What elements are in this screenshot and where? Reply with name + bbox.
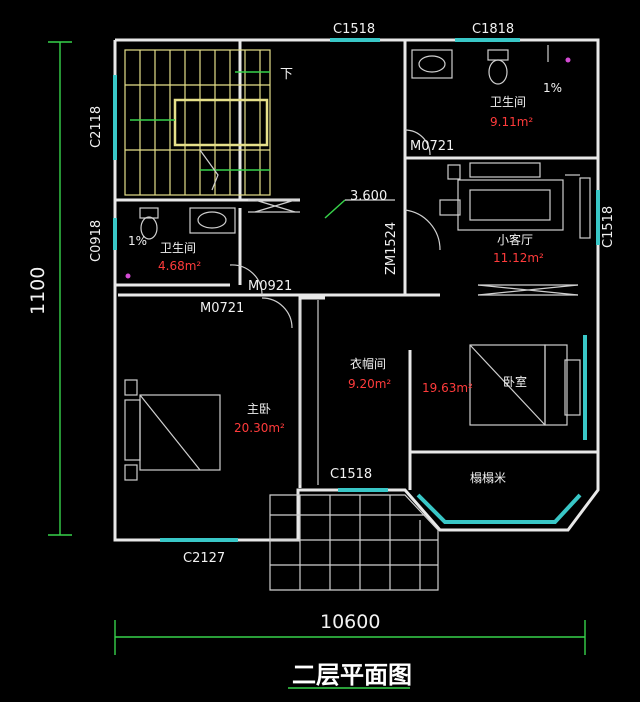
room-name-bathroom-small: 卫生间: [160, 241, 196, 255]
room-area-bedroom: 19.63m²: [422, 381, 473, 395]
balcony-grid: [269, 494, 439, 591]
room-area-master-bedroom: 20.30m²: [234, 421, 285, 435]
bathroom-small-fixtures: [125, 207, 236, 279]
window-c1518-mid: C1518: [330, 467, 372, 482]
landing-marker: [248, 199, 395, 219]
room-name-tatami: 榻榻米: [470, 471, 506, 485]
bay-window: [416, 493, 582, 524]
slope-top-right: 1%: [543, 81, 562, 95]
bathroom-top-fixtures: [411, 45, 571, 85]
window-c2118: C2118: [89, 106, 104, 148]
door-zm1524: ZM1524: [384, 222, 399, 275]
room-area-walk-in-closet: 9.20m²: [348, 377, 391, 391]
staircase: [124, 49, 271, 196]
door-m0721-top: M0721: [410, 139, 454, 154]
master-bed: [124, 379, 221, 481]
floor-level: 3.600: [350, 189, 387, 204]
bedroom-bed: [469, 344, 581, 426]
door-m0921: M0921: [248, 279, 292, 294]
interior-walls: [115, 40, 598, 490]
window-c1518-top: C1518: [333, 22, 375, 37]
living-room-furniture: [439, 162, 591, 296]
room-name-bathroom-top: 卫生间: [490, 95, 526, 109]
dimension-height: 1100: [27, 267, 49, 315]
room-area-living-room: 11.12m²: [493, 251, 544, 265]
room-name-walk-in-closet: 衣帽间: [350, 356, 386, 371]
stair-label: 下: [280, 67, 293, 82]
dimension-width: 10600: [320, 611, 380, 633]
slope-left: 1%: [128, 234, 147, 248]
room-name-master-bedroom: 主卧: [247, 402, 271, 416]
room-name-living-room: 小客厅: [497, 232, 533, 247]
room-area-bathroom-small: 4.68m²: [158, 259, 201, 273]
door-m0721-left: M0721: [200, 301, 244, 316]
window-c1818: C1818: [472, 22, 514, 37]
window-c0918: C0918: [89, 220, 104, 262]
plan-title: 二层平面图: [292, 661, 412, 689]
window-c2127: C2127: [183, 551, 225, 566]
room-area-bathroom-top: 9.11m²: [490, 115, 533, 129]
door-swings: [229, 129, 441, 329]
window-c1518-right: C1518: [601, 206, 616, 248]
dimension-lines: [48, 41, 586, 689]
room-name-bedroom: 卧室: [503, 374, 527, 389]
windows: [113, 38, 600, 542]
